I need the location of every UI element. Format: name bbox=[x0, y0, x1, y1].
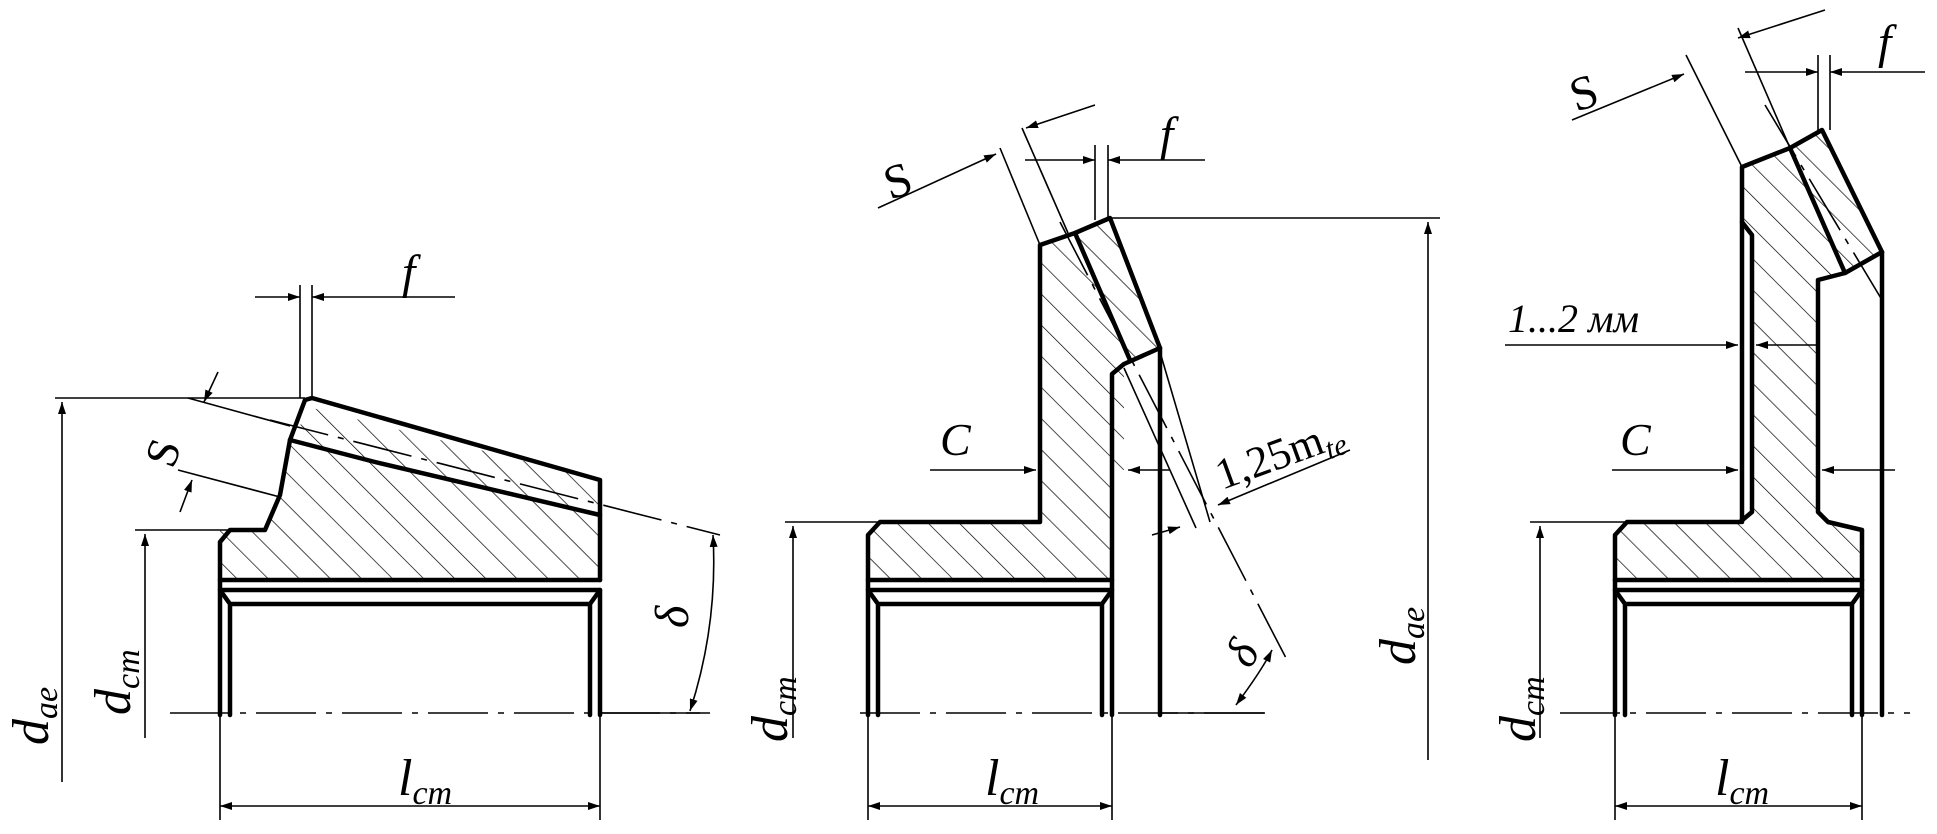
gear-3-s-ext-b bbox=[1737, 27, 1791, 149]
gear-3: f S 1...2 мм C dcm lcm bbox=[1490, 9, 1925, 820]
gear-2-tooth-hatch bbox=[1075, 218, 1160, 360]
gear-1-delta-arc bbox=[689, 534, 718, 712]
gear-1-s-ext-b bbox=[177, 469, 281, 498]
gear-2-m-arrow-a bbox=[1151, 526, 1181, 536]
gear-1-tooth-line bbox=[287, 437, 603, 518]
gear-2-s-arrow-a bbox=[877, 153, 997, 209]
gear-1-delta-label: δ bbox=[646, 605, 699, 628]
gear-2-m-ext-a bbox=[1123, 367, 1197, 529]
gear-1-pitch-line bbox=[269, 419, 721, 536]
gear-2-m-label: 1,25mte bbox=[1209, 408, 1352, 504]
gear-1-dae-sub: ae bbox=[28, 687, 65, 719]
gear-1-dcm-label: dcm bbox=[85, 649, 147, 715]
gear-2-lcm-label: lcm bbox=[985, 750, 1039, 812]
gear-1-s-ext-a bbox=[187, 397, 291, 427]
gear-3-tooth-hatch bbox=[1790, 130, 1882, 273]
gear-3-body-hatch bbox=[1615, 148, 1862, 580]
gear-1-dcm-main: d bbox=[85, 688, 142, 715]
gear-3-lcm-label: lcm bbox=[1715, 750, 1769, 812]
svg-text:1,25mte: 1,25mte bbox=[1209, 408, 1352, 504]
gear-2-delta-label: δ bbox=[1214, 630, 1269, 675]
svg-text:dcm: dcm bbox=[85, 649, 147, 715]
gear-2-dcm-label: dcm bbox=[742, 676, 804, 742]
svg-text:dae: dae bbox=[3, 687, 65, 745]
gear-3-s-label: S bbox=[1563, 64, 1605, 123]
svg-text:dae: dae bbox=[1370, 607, 1432, 665]
gear-1-lcm-label: lcm bbox=[398, 750, 452, 812]
gear-1-dae-main: d bbox=[3, 718, 60, 745]
gear-2-m-arrow-b bbox=[1217, 449, 1351, 506]
gear-2-s-label: S bbox=[877, 152, 919, 211]
gear-3-pitch-line bbox=[1764, 104, 1883, 301]
gear-3-dcm-label: dcm bbox=[1490, 676, 1552, 742]
svg-text:dcm: dcm bbox=[1490, 676, 1552, 742]
gear-2-c-label: C bbox=[940, 414, 972, 465]
gear-1-s-arrow-b bbox=[179, 479, 193, 513]
gear-2-body-hatch bbox=[868, 233, 1130, 580]
gear-2-bore bbox=[865, 587, 1115, 718]
gear-3-tooth-line bbox=[1787, 145, 1848, 276]
gear-2-delta-arc bbox=[1235, 649, 1273, 706]
gear-3-s-arrow-b bbox=[1737, 9, 1826, 39]
gear-2-pitch-line bbox=[1059, 221, 1288, 661]
gear-3-s-arrow-a bbox=[1571, 73, 1685, 121]
gear-3-c-label: C bbox=[1620, 414, 1652, 465]
gear-3-mm-label: 1...2 мм bbox=[1508, 296, 1639, 341]
gear-2-f-label: f bbox=[1160, 108, 1179, 161]
gear-1-f-label: f bbox=[402, 246, 421, 299]
gear-1-dcm-sub: cm bbox=[110, 649, 147, 689]
gear-3-s-ext-a bbox=[1685, 54, 1743, 168]
gear-1-bore bbox=[217, 587, 603, 718]
gear-3-bore bbox=[1612, 587, 1865, 718]
gear-1-tooth-hatch bbox=[290, 408, 600, 515]
gear-1-body-hatch bbox=[220, 440, 600, 580]
gear-2-m-ext-b bbox=[1159, 351, 1211, 523]
gear-2-s-ext-b bbox=[1021, 127, 1069, 234]
gear-2-s-ext-a bbox=[999, 147, 1041, 246]
gear-1: f S dae dcm lcm δ bbox=[3, 246, 721, 820]
gear-1-s-arrow-a bbox=[203, 371, 219, 403]
gear-2: f S C 1,25mte dcm lcm dae δ bbox=[742, 104, 1440, 820]
gear-3-f-label: f bbox=[1878, 16, 1897, 69]
gear-2-m-main: 1,25m bbox=[1209, 415, 1330, 499]
svg-text:dcm: dcm bbox=[742, 676, 804, 742]
gear-2-dae-label: dae bbox=[1370, 607, 1432, 665]
gear-2-s-arrow-b bbox=[1025, 104, 1096, 129]
gear-1-dae-label: dae bbox=[3, 687, 65, 745]
gear-1-s-label: S bbox=[134, 432, 191, 473]
